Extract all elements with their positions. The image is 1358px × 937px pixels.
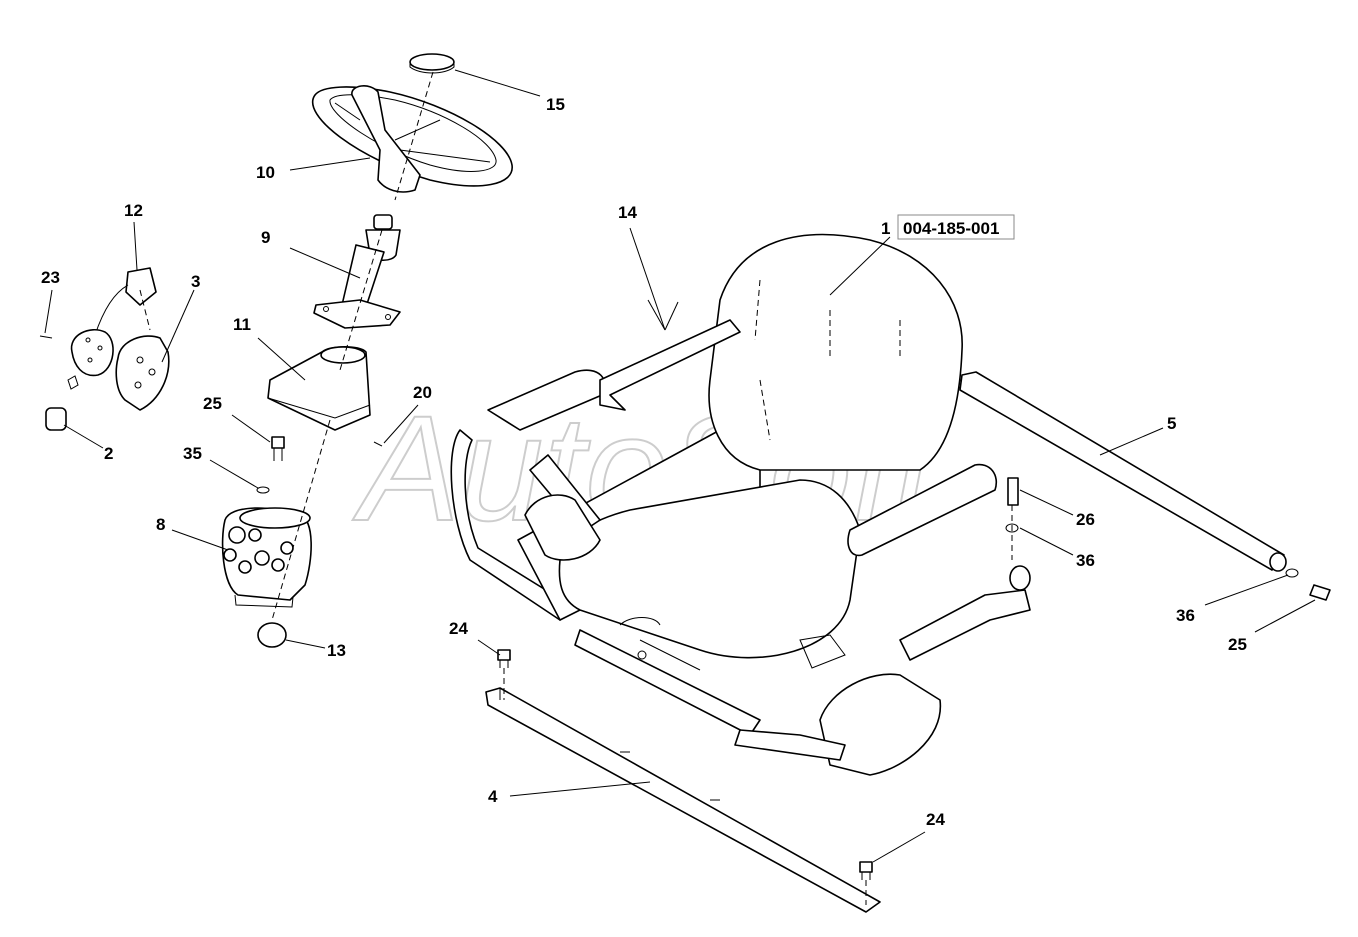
callout-3: 3: [191, 272, 200, 291]
column-cover-part: [267, 345, 371, 431]
callout-26: 26: [1076, 510, 1095, 529]
part-number-label: 004-185-001: [897, 214, 1015, 240]
plug-part: [257, 622, 287, 648]
callout-1: 1: [881, 219, 890, 238]
callout-13: 13: [327, 641, 346, 660]
callout-2: 2: [104, 444, 113, 463]
steering-wheel-part: [312, 85, 513, 193]
seat-rail-part: [485, 687, 881, 913]
callout-25-right: 25: [1228, 635, 1247, 654]
callout-24-top: 24: [449, 619, 468, 638]
callout-35: 35: [183, 444, 202, 463]
callout-4: 4: [488, 787, 498, 806]
callout-36-seat: 36: [1076, 551, 1095, 570]
part-number-text: 004-185-001: [903, 219, 999, 238]
callout-24-bottom: 24: [926, 810, 945, 829]
callout-5: 5: [1167, 414, 1176, 433]
callout-labels: 15 10 9 11 12 3 23 2 25 35 8 13 20 14 1 …: [41, 95, 1247, 829]
callout-14: 14: [618, 203, 637, 222]
fastener-parts: [256, 436, 1331, 880]
steering-unit-part: [221, 507, 312, 608]
leader-lines: [44, 69, 1316, 905]
callout-12: 12: [124, 201, 143, 220]
switch-assembly-part: [39, 267, 170, 431]
support-rod-part: [959, 371, 1287, 572]
operator-seat-part: [450, 233, 1031, 776]
callout-20: 20: [413, 383, 432, 402]
callout-8: 8: [156, 515, 165, 534]
callout-9: 9: [261, 228, 270, 247]
steering-column-part: [313, 214, 401, 329]
callout-36-rod: 36: [1176, 606, 1195, 625]
callout-23: 23: [41, 268, 60, 287]
callout-25-left: 25: [203, 394, 222, 413]
callout-10: 10: [256, 163, 275, 182]
horn-cap-part: [409, 53, 455, 74]
callout-11: 11: [233, 315, 251, 334]
callout-15: 15: [546, 95, 565, 114]
